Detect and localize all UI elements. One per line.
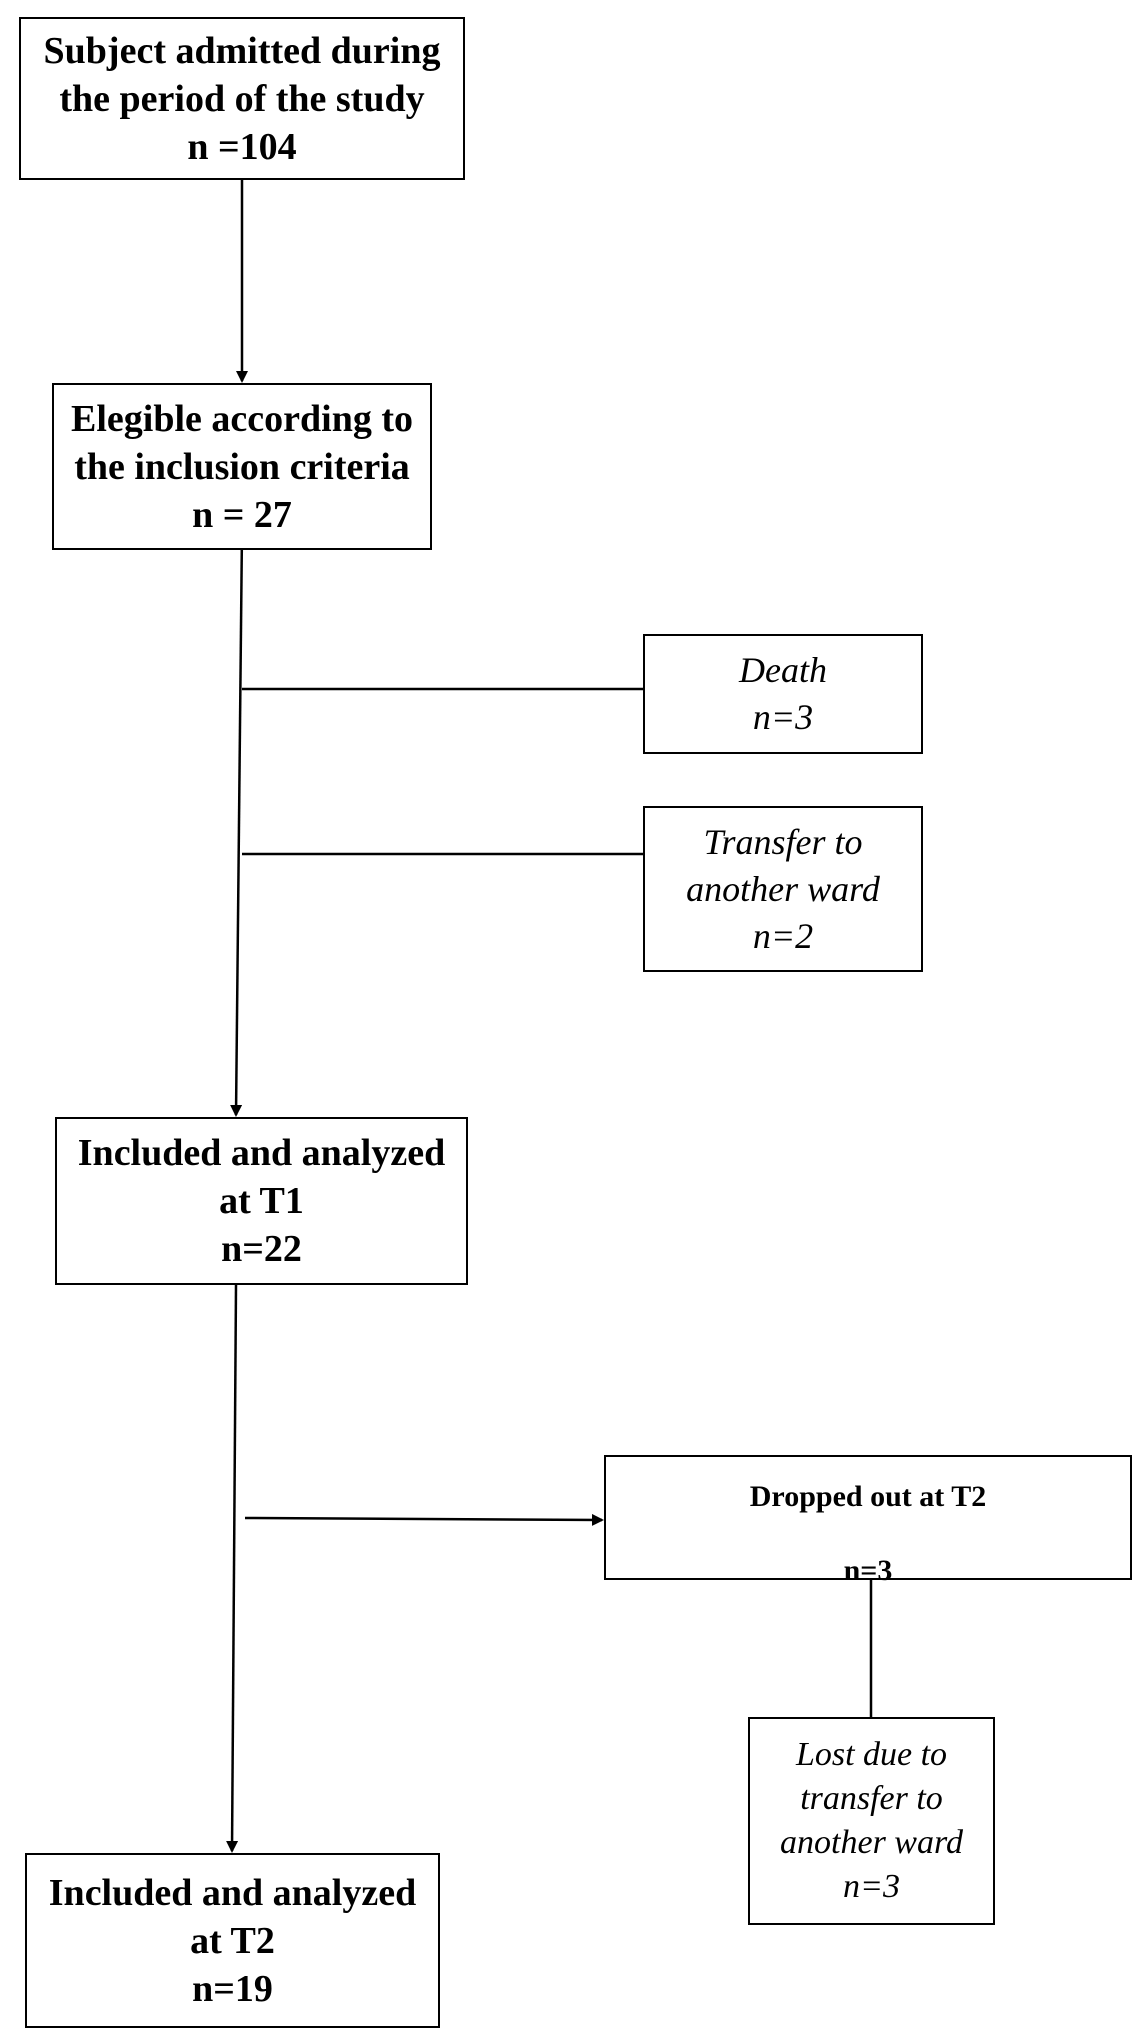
t1-count: n=22 [221, 1228, 302, 1270]
death-count: n=3 [752, 697, 814, 737]
t2-count: n=19 [192, 1967, 273, 2010]
dropped-label: Dropped out at T2 [749, 1480, 987, 1513]
t2-line1: Included and analyzed [48, 1871, 417, 1914]
box-included-t1: Included and analyzed at T1 n=22 [55, 1117, 468, 1285]
eligible-count: n = 27 [192, 493, 292, 536]
admitted-count: n =104 [187, 125, 297, 168]
box-eligible: Elegible according to the inclusion crit… [52, 383, 432, 550]
arrow-eligible-to-t1 [230, 529, 244, 1117]
t1-line1: Included and analyzed [77, 1132, 446, 1174]
box-subject-admitted: Subject admitted during the period of th… [19, 17, 465, 180]
transfer-line1: Transfer to [703, 821, 863, 862]
box-lost-transfer: Lost due to transfer to another ward n=3 [748, 1717, 995, 1925]
lost-line3: another ward [780, 1824, 963, 1861]
t2-line2: at T2 [190, 1919, 275, 1962]
transfer-count: n=2 [752, 915, 814, 956]
death-label: Death [739, 650, 827, 690]
lost-line2: transfer to [800, 1780, 943, 1817]
admitted-line1: Subject admitted during [43, 29, 441, 72]
lost-line1: Lost due to [795, 1736, 948, 1773]
t1-line2: at T1 [219, 1180, 304, 1222]
box-death: Death n=3 [643, 634, 923, 754]
arrow-t1-to-t2 [226, 1284, 239, 1853]
lost-count: n=3 [843, 1868, 900, 1905]
box-dropped-out: Dropped out at T2 n=3 [604, 1455, 1132, 1587]
transfer-line2: another ward [686, 868, 880, 909]
arrow-to-dropped [244, 1513, 604, 1526]
eligible-line1: Elegible according to [71, 397, 413, 440]
admitted-line2: the period of the study [59, 77, 425, 120]
box-transfer: Transfer to another ward n=2 [643, 806, 923, 972]
dropped-count: n=3 [843, 1554, 893, 1587]
box-included-t2: Included and analyzed at T2 n=19 [25, 1853, 440, 2028]
eligible-line2: the inclusion criteria [74, 445, 410, 488]
